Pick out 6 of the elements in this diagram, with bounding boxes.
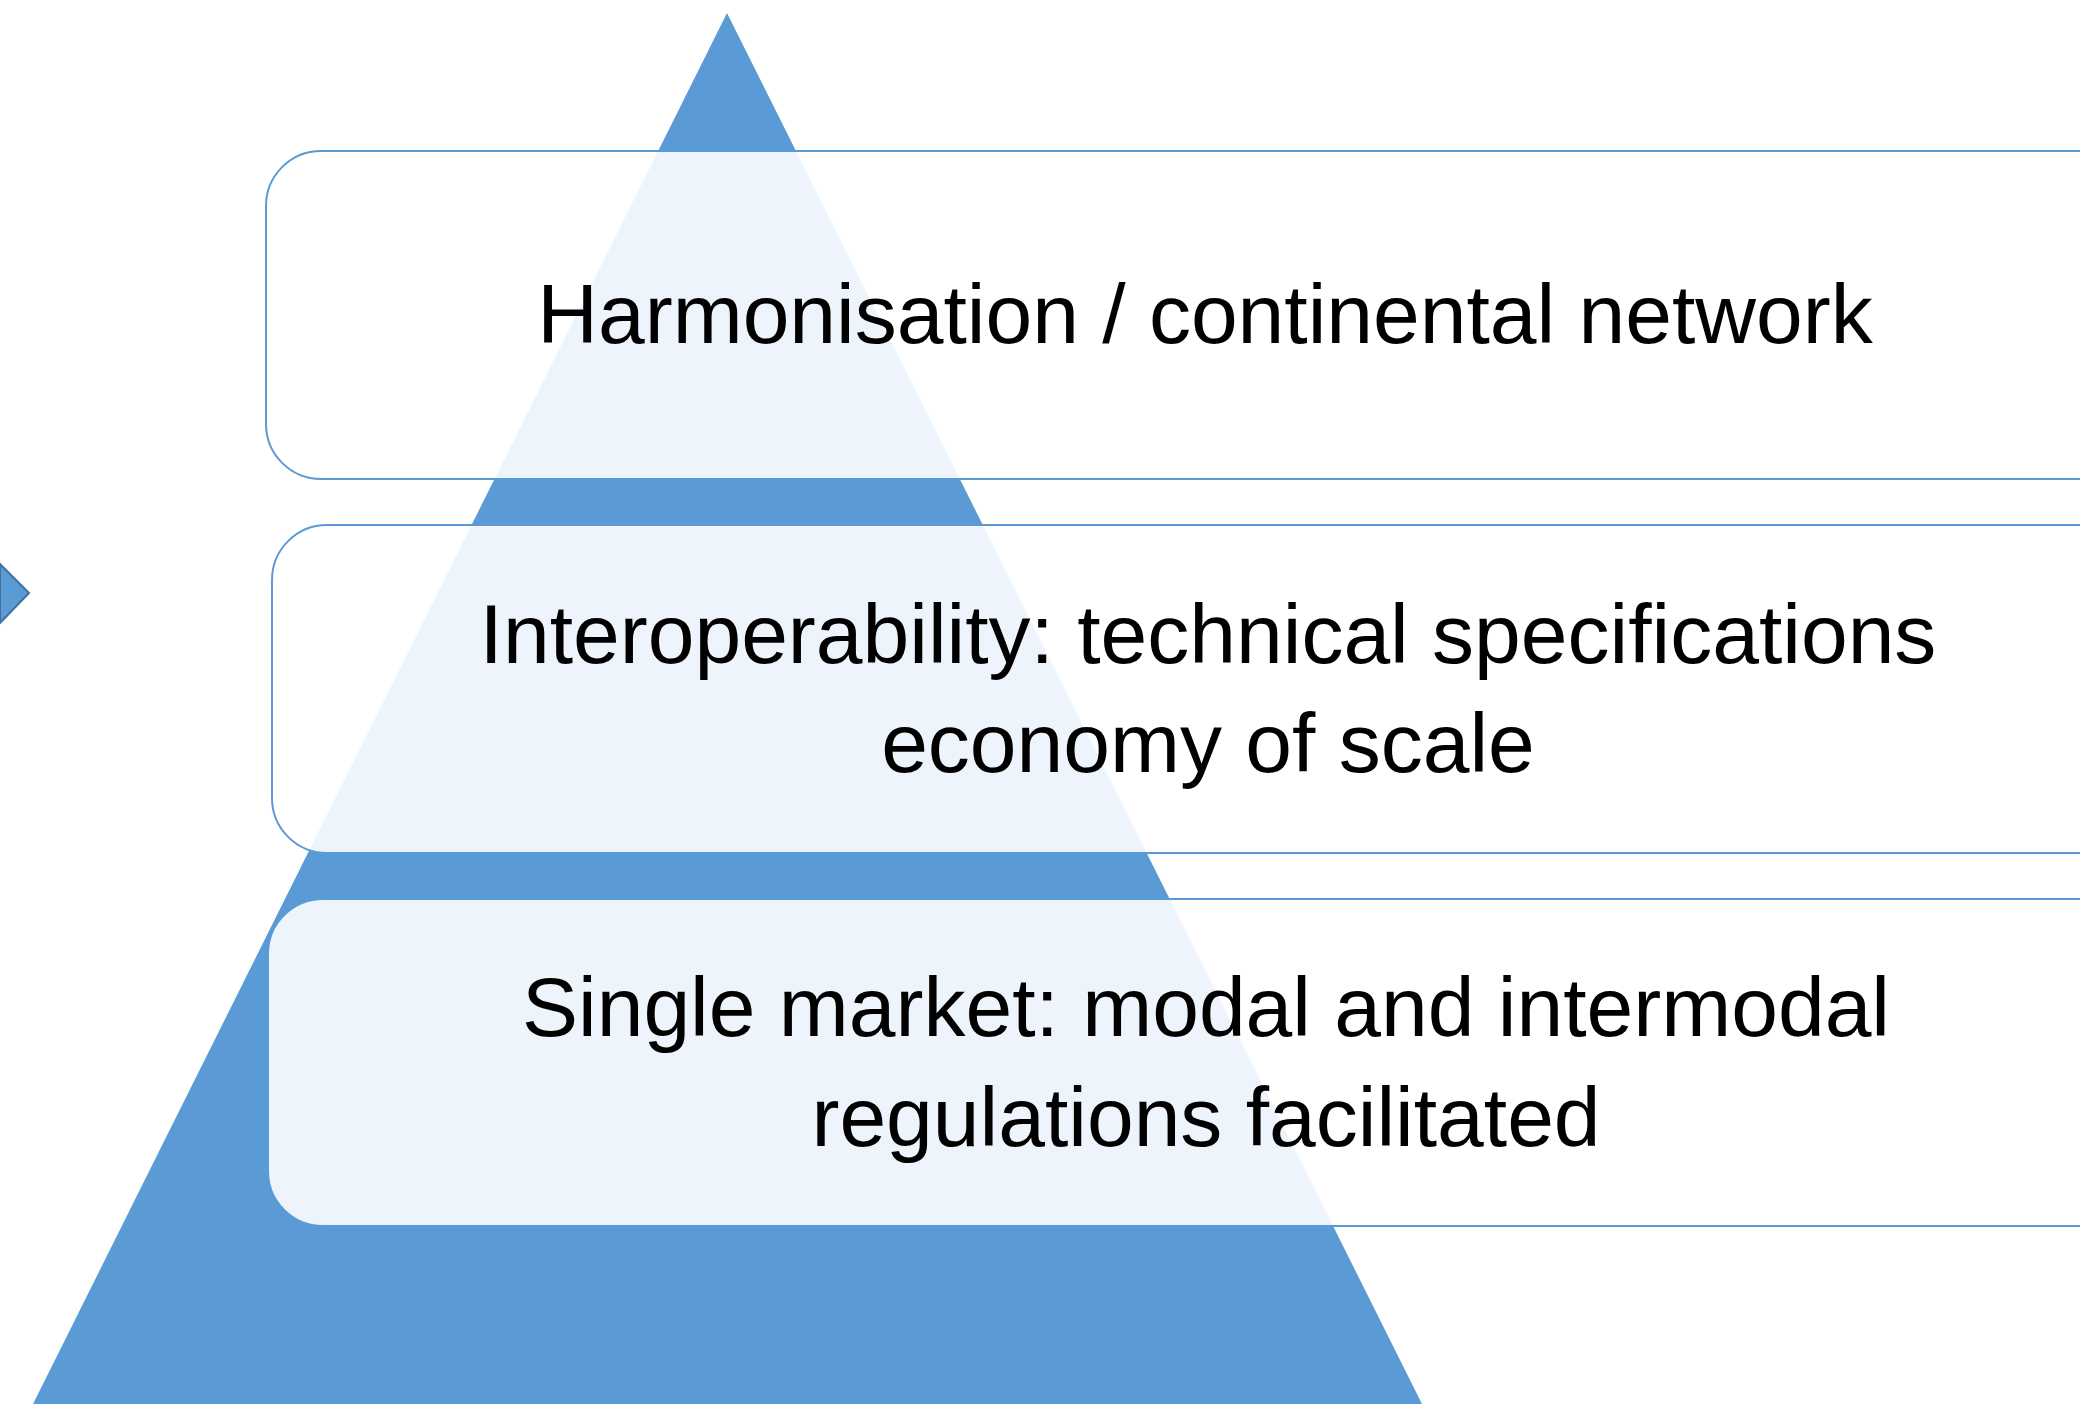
level-label: Single market: modal and intermodal regulations facilitated <box>520 959 1891 1166</box>
text-box <box>267 898 2080 1227</box>
text-box <box>265 150 2080 480</box>
level-label: Interoperability: technical specifications economy of scale <box>478 585 1938 792</box>
level-label: Harmonisation / continental network <box>537 266 1873 364</box>
text-box <box>271 524 2080 854</box>
